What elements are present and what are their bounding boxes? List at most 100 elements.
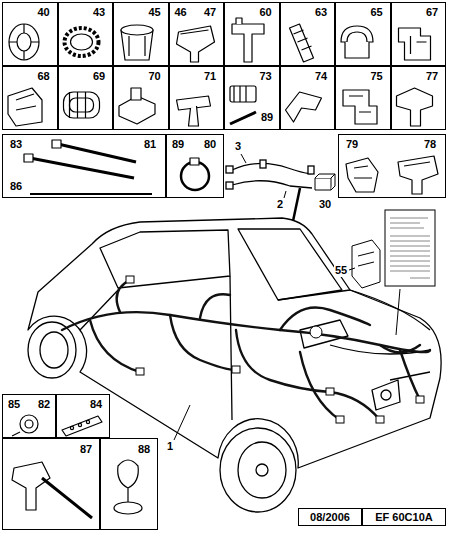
wiring-harness <box>200 294 340 420</box>
car-body <box>238 229 342 300</box>
harness-branch <box>232 181 312 188</box>
connectors <box>126 276 134 283</box>
clip-icon <box>286 92 322 122</box>
part-55 <box>358 252 374 266</box>
clip-icon <box>177 26 215 62</box>
car-body <box>256 464 268 476</box>
reference-box: EF 60C10A <box>362 508 446 526</box>
leader-lines <box>174 405 190 440</box>
leader-lines <box>284 191 286 198</box>
callout-number: 80 <box>203 138 217 151</box>
cup-icon <box>129 36 145 56</box>
cable-tie-icons <box>58 144 136 162</box>
car-body <box>220 428 296 512</box>
push-clip-icon <box>177 96 211 126</box>
harness-branch <box>260 160 266 168</box>
car-body <box>100 230 230 288</box>
label-sticker <box>385 210 435 286</box>
clip-icon <box>25 420 33 428</box>
callout-number: 63 <box>314 6 328 19</box>
strap-icon <box>294 30 312 50</box>
leader-lines <box>349 268 355 270</box>
wiring-harness <box>280 308 420 353</box>
clip-icon <box>177 26 215 62</box>
callout-number: 69 <box>92 70 106 83</box>
callout-number: 45 <box>148 6 162 19</box>
part-cell: 838186 <box>2 134 166 198</box>
push-clip-icon <box>189 106 199 126</box>
ring-icon <box>71 34 93 50</box>
clip-icon <box>131 88 141 100</box>
clip-icon <box>230 86 256 102</box>
clamp-icon <box>64 92 100 118</box>
clip-icon <box>181 30 209 34</box>
clip-icon <box>343 90 377 124</box>
callout-number: 78 <box>423 138 437 151</box>
callout-number: 65 <box>370 6 384 19</box>
clip-tie-icon <box>12 462 92 518</box>
callout-number: 84 <box>89 398 103 411</box>
callout-number: 85 <box>7 398 21 411</box>
callout-number: 74 <box>314 70 328 83</box>
ring-icon <box>65 28 99 56</box>
harness-branch <box>226 166 233 173</box>
callout-number: 87 <box>79 443 93 456</box>
clip-icons <box>346 158 378 192</box>
harness-branch <box>308 166 314 174</box>
tie-strip-icon <box>62 416 102 436</box>
bracket-icon <box>232 18 264 62</box>
car-body <box>330 345 430 380</box>
callout-number: 40 <box>37 6 51 19</box>
wiring-harness <box>62 312 430 352</box>
car-body <box>350 290 430 330</box>
grommet-icon <box>9 24 39 60</box>
harness-branch <box>226 182 233 189</box>
connectors <box>376 416 384 423</box>
connectors <box>336 416 344 423</box>
clip-icon <box>230 86 256 124</box>
clip-icon <box>345 42 369 58</box>
reference-code: 08/2006 <box>309 511 351 524</box>
callout-number: 89 <box>171 138 185 151</box>
grommet-icon <box>9 24 39 60</box>
cup-icon <box>121 25 153 35</box>
part-cell: 65 <box>335 2 391 66</box>
callout-number: 46 <box>174 6 188 19</box>
connectors <box>416 396 424 403</box>
reference-box: 08/2006 <box>298 508 362 526</box>
clip-icon <box>399 28 431 60</box>
car-body <box>28 218 441 468</box>
clip-icon <box>8 88 42 126</box>
clip-icon <box>12 432 20 436</box>
ring-icon <box>65 28 99 56</box>
part-cell: 7389 <box>224 66 280 130</box>
callout-number: 47 <box>203 6 217 19</box>
callout-number: 81 <box>143 138 157 151</box>
clip-icons <box>398 156 438 194</box>
clip-icon <box>119 88 155 124</box>
label-sticker <box>390 218 430 278</box>
tie-mount-icon <box>114 460 142 514</box>
clip-tie-icon <box>12 462 50 510</box>
callout-number: 83 <box>9 138 23 151</box>
wiring-harness <box>90 315 236 372</box>
part-cell: 63 <box>280 2 336 66</box>
callout-number: 71 <box>203 70 217 83</box>
callout-number: 77 <box>425 70 439 83</box>
clip-icon <box>399 28 431 60</box>
part-cell: 40 <box>2 2 58 66</box>
clip-icon <box>286 92 322 122</box>
label-sticker <box>390 218 430 278</box>
car-body <box>238 442 286 498</box>
harness-branch <box>232 163 313 173</box>
cable-tie-icons <box>30 193 152 195</box>
tie-loop-icon <box>181 158 209 190</box>
connectors <box>126 276 424 423</box>
clip-icon <box>397 88 433 126</box>
connectors <box>232 366 240 373</box>
wiring-harness <box>62 280 430 420</box>
clip-icon <box>411 36 427 54</box>
part-cell: 45 <box>113 2 169 66</box>
tie-strip-icon <box>86 420 89 423</box>
